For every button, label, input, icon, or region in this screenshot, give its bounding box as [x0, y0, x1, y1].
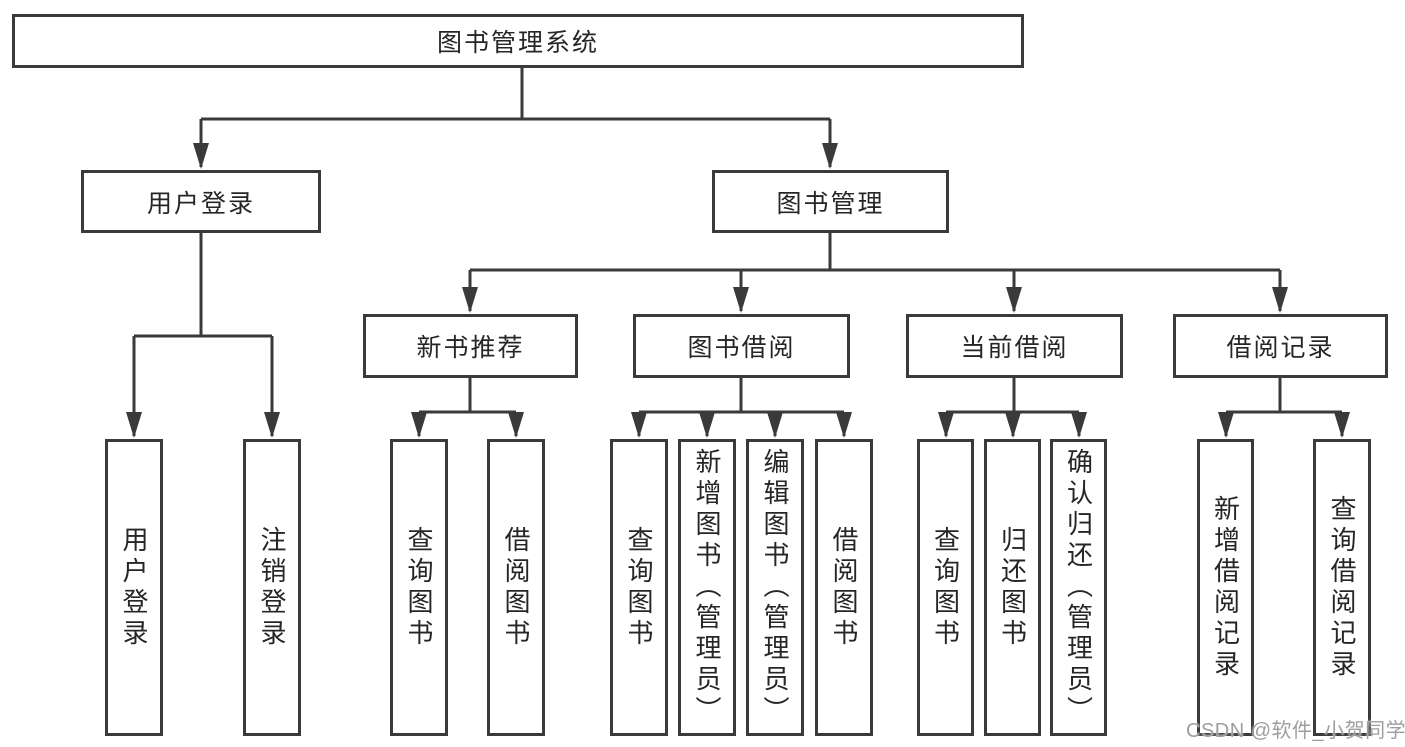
leaf-query-books-borrowing: 查询图书	[610, 439, 668, 736]
leaf-query-books-current: 查询图书	[917, 439, 974, 736]
node-library-management-system: 图书管理系统	[12, 14, 1024, 68]
node-book-borrowing: 图书借阅	[633, 314, 850, 378]
node-new-book-recommendation: 新书推荐	[363, 314, 578, 378]
node-book-management: 图书管理	[712, 170, 949, 233]
leaf-query-borrow-record: 查询借阅记录	[1313, 439, 1371, 736]
node-user-login-group: 用户登录	[81, 170, 321, 233]
leaf-borrow-books-recommend: 借阅图书	[487, 439, 545, 736]
leaf-confirm-return-admin: 确认归还（管理员）	[1050, 439, 1107, 736]
leaf-query-books-recommend: 查询图书	[390, 439, 448, 736]
leaf-borrow-books-borrowing: 借阅图书	[815, 439, 873, 736]
leaf-add-borrow-record: 新增借阅记录	[1197, 439, 1254, 736]
leaf-return-books: 归还图书	[984, 439, 1041, 736]
leaf-edit-book-admin: 编辑图书（管理员）	[746, 439, 804, 736]
leaf-logout: 注销登录	[243, 439, 301, 736]
node-borrowing-records: 借阅记录	[1173, 314, 1388, 378]
node-current-borrowing: 当前借阅	[906, 314, 1123, 378]
csdn-watermark: CSDN @软件_小贺同学	[1186, 720, 1405, 742]
leaf-add-book-admin: 新增图书（管理员）	[678, 439, 736, 736]
leaf-user-login: 用户登录	[105, 439, 163, 736]
